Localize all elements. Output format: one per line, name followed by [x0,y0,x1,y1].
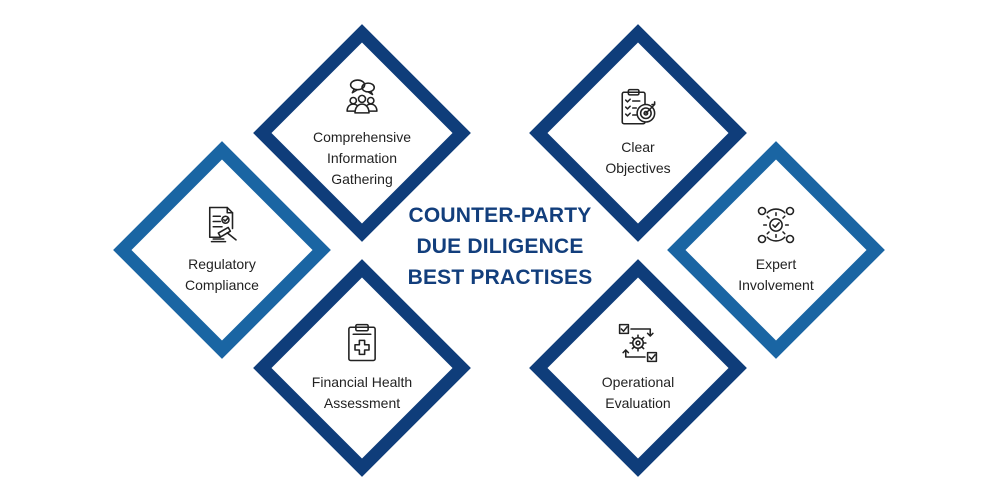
card-comprehensive-information-gathering: Comprehensive Information Gathering [252,23,472,243]
title-line: BEST PRACTISES [407,266,593,289]
card-label-line: Gathering [331,170,393,187]
clipboard-medical-icon [341,322,383,364]
expert-network-icon [755,204,797,246]
card-label: Expert Involvement [711,254,841,296]
process-gear-icon [617,322,659,364]
card-label-line: Objectives [605,160,671,176]
card-label-line: Evaluation [605,395,671,411]
card-label-line: Financial Health [311,374,413,390]
card-label: Operational Evaluation [573,372,703,414]
card-label-line: Expert [755,256,797,272]
card-regulatory-compliance: Regulatory Compliance [112,140,332,360]
card-financial-health-assessment: Financial Health Assessment [252,258,472,478]
card-label-line: Comprehensive [312,128,412,145]
card-expert-involvement: Expert Involvement [666,140,886,360]
target-checklist-icon [617,87,659,129]
card-label: Regulatory Compliance [157,254,287,296]
card-label-line: Clear [621,139,655,155]
card-label-line: Assessment [323,395,401,411]
center-title: COUNTER-PARTY DUE DILIGENCE BEST PRACTIS… [380,200,620,293]
card-operational-evaluation: Operational Evaluation [528,258,748,478]
people-chat-icon [341,77,383,119]
gavel-document-icon [201,204,243,246]
card-label-line: Compliance [185,277,259,293]
card-label: Clear Objectives [573,137,703,179]
title-line: DUE DILIGENCE [416,235,584,258]
card-clear-objectives: Clear Objectives [528,23,748,243]
card-label: Financial Health Assessment [297,372,427,414]
card-label-line: Information [326,149,398,166]
title-line: COUNTER-PARTY [408,204,592,227]
card-label-line: Operational [601,374,675,390]
card-label-line: Regulatory [188,256,256,272]
card-label-line: Involvement [738,277,814,293]
card-label: Comprehensive Information Gathering [297,127,427,190]
